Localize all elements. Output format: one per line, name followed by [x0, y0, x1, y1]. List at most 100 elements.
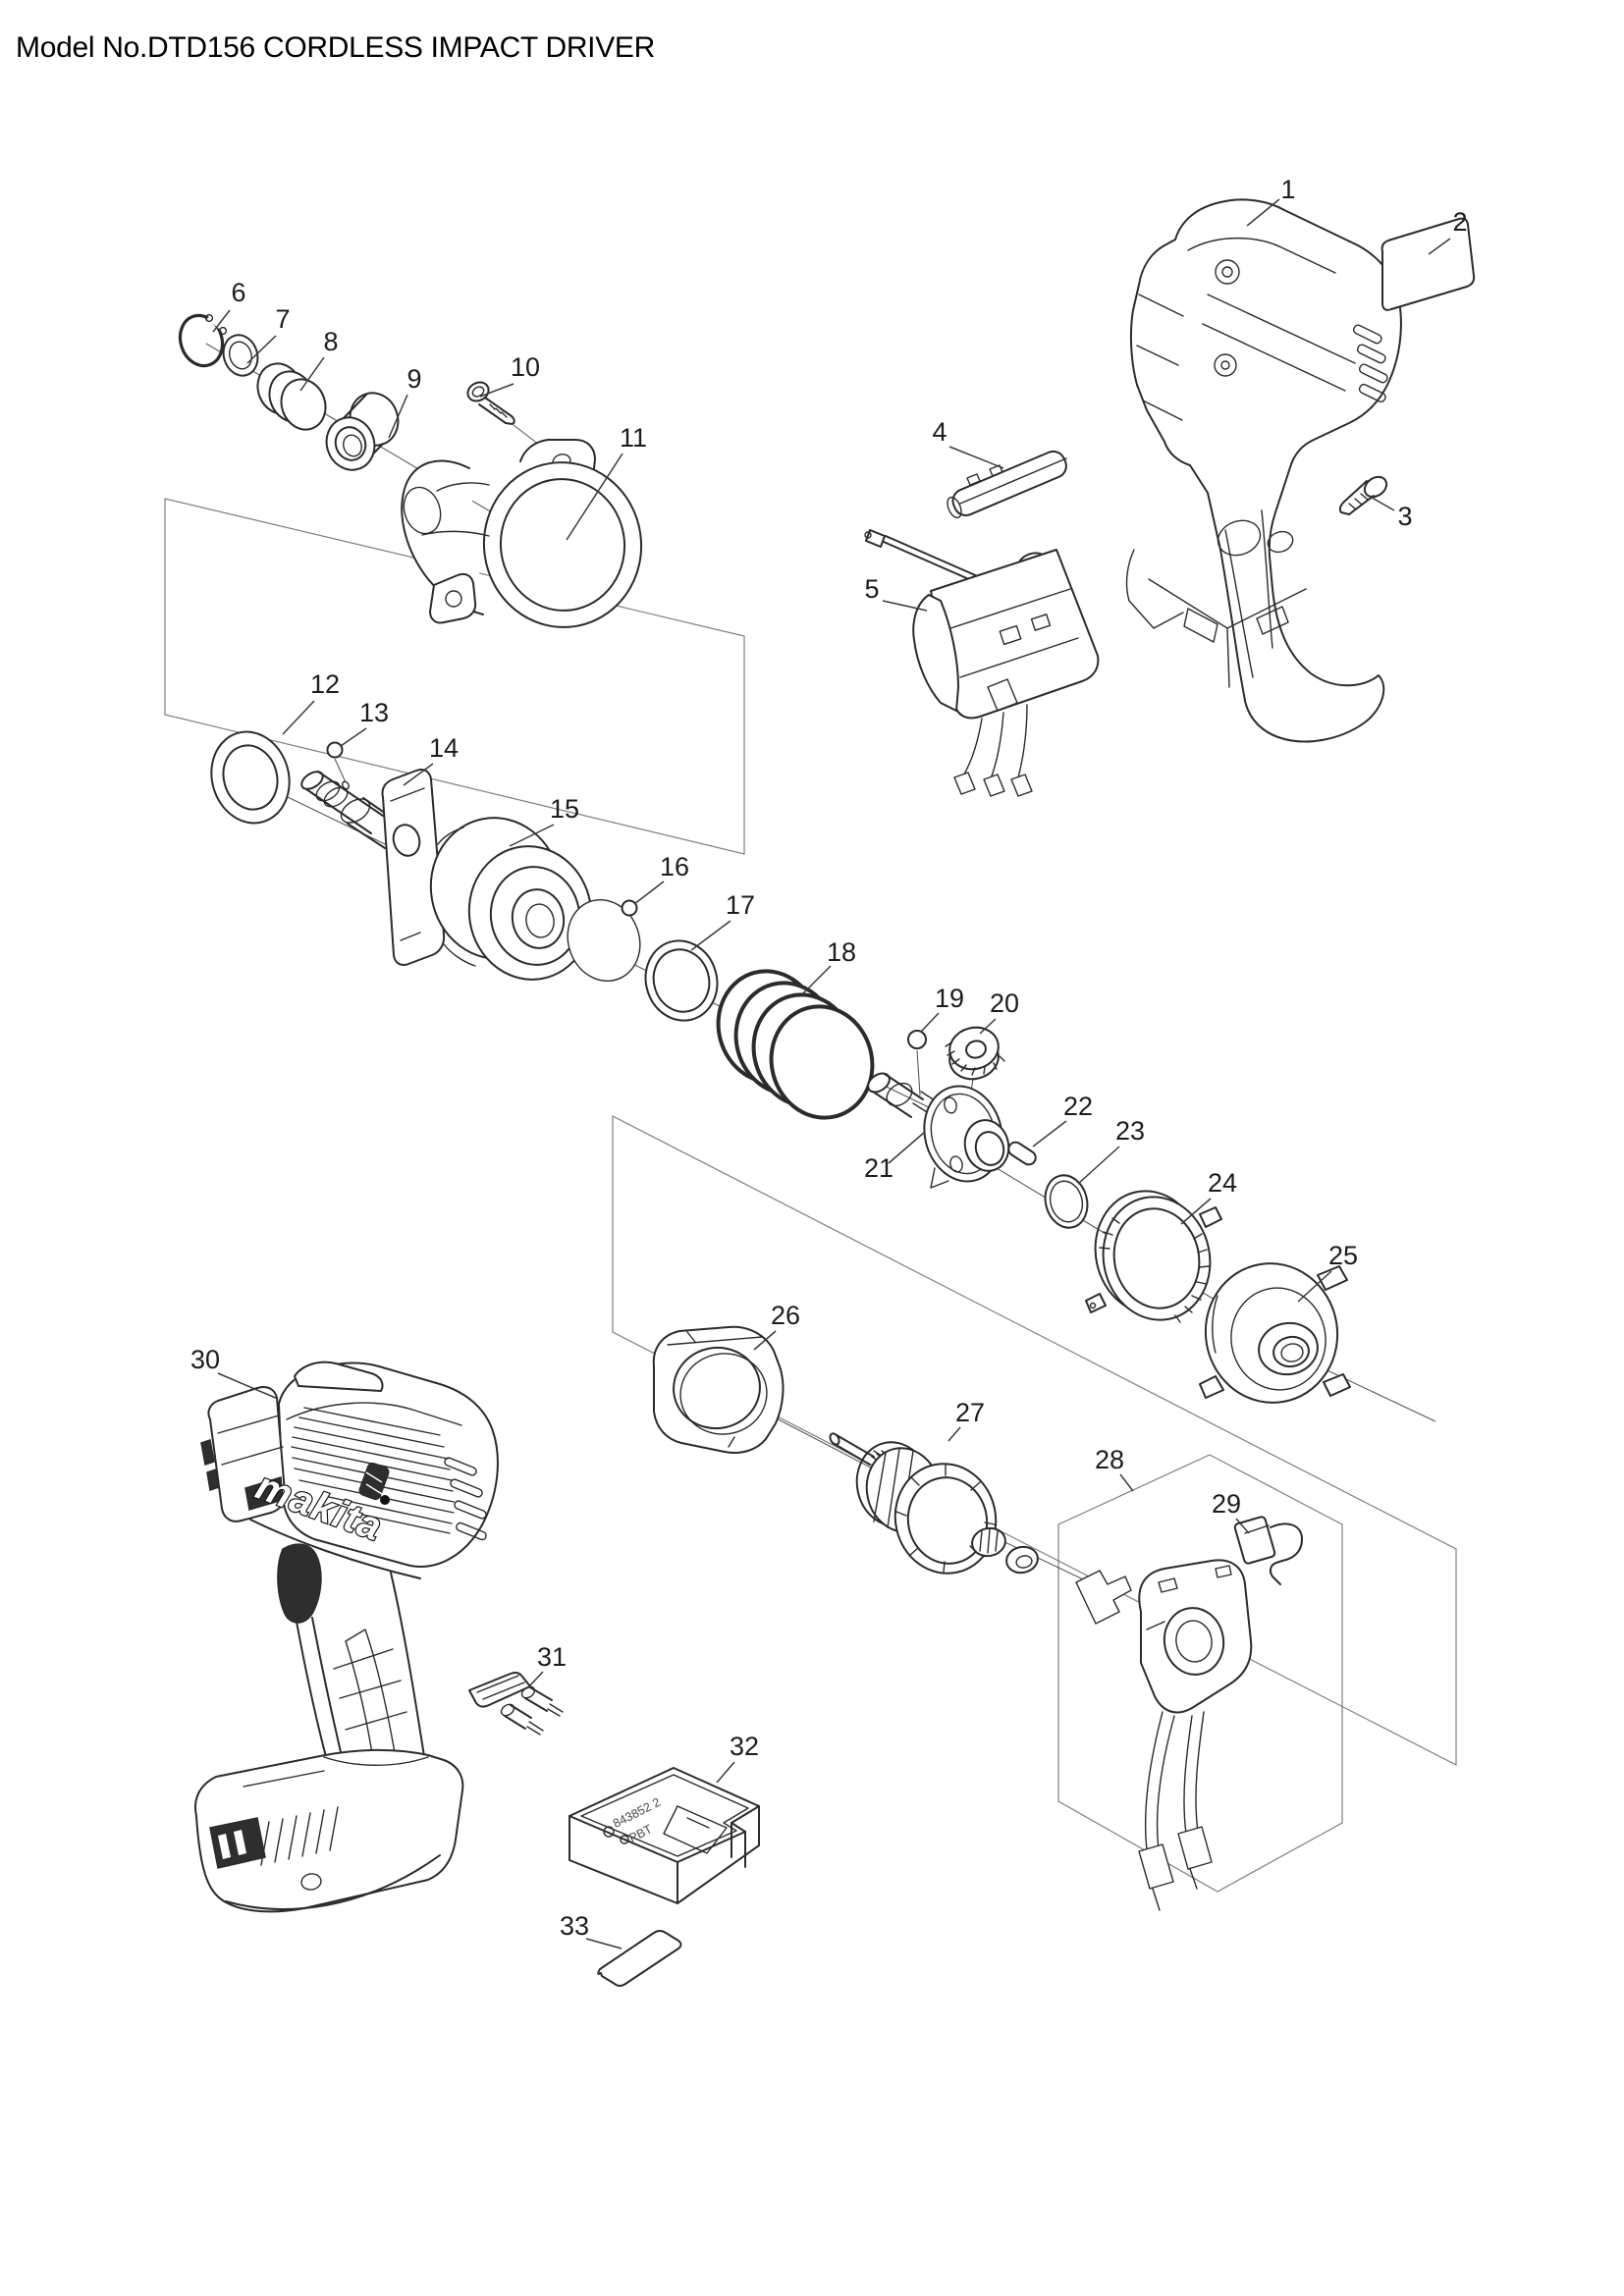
part-label-21: 21 — [864, 1153, 893, 1183]
part-drawing-spindle — [867, 1072, 1010, 1189]
part-label-25: 25 — [1328, 1241, 1358, 1270]
leader-line-22 — [1032, 1120, 1067, 1148]
part-label-5: 5 — [864, 574, 879, 604]
leader-line-3 — [1366, 494, 1395, 511]
leader-line-27 — [947, 1426, 961, 1442]
part-label-10: 10 — [511, 352, 540, 382]
part-label-29: 29 — [1212, 1489, 1241, 1519]
part-drawing-washer-17 — [644, 939, 719, 1022]
leader-line-28 — [1119, 1473, 1134, 1492]
part-label-2: 2 — [1452, 207, 1467, 237]
part-drawing-spring-18 — [716, 969, 875, 1120]
part-drawing-bearing-box — [1199, 1262, 1351, 1404]
part-drawing-motor-bracket — [652, 1325, 785, 1454]
part-drawing-name-plate — [1380, 217, 1476, 311]
part-drawing-label-33 — [597, 1930, 682, 1987]
leader-line-4 — [948, 446, 1004, 469]
part-label-14: 14 — [429, 733, 459, 763]
part-drawing-brush-holder — [1075, 1559, 1253, 1911]
leader-line-12 — [282, 700, 315, 735]
part-label-13: 13 — [359, 698, 389, 727]
part-drawing-screw-3 — [1338, 475, 1388, 515]
part-label-23: 23 — [1115, 1116, 1145, 1146]
part-drawings: makita — [178, 198, 1476, 1987]
part-drawing-o-ring — [222, 334, 259, 377]
part-label-27: 27 — [955, 1398, 985, 1427]
part-drawing-housing-set — [1125, 198, 1402, 743]
part-drawing-ring-gear — [1085, 1190, 1222, 1323]
part-drawing-ring-23 — [1044, 1174, 1089, 1229]
part-drawing-complete-tool: makita — [194, 1361, 499, 1913]
leader-line-15 — [509, 824, 555, 847]
leader-line-1 — [1246, 198, 1280, 227]
part-drawing-gear-20 — [945, 1026, 1005, 1081]
part-drawing-ball-16 — [567, 898, 641, 983]
leader-line-5 — [882, 600, 928, 612]
part-label-4: 4 — [932, 417, 947, 447]
part-drawing-switch — [864, 529, 1100, 797]
part-label-28: 28 — [1095, 1445, 1124, 1474]
leader-line-26 — [753, 1330, 777, 1351]
leader-line-16 — [633, 881, 665, 905]
leader-line-18 — [802, 965, 832, 994]
part-drawing-sleeve-spring — [256, 362, 327, 431]
leader-line-10 — [479, 383, 514, 398]
leader-line-25 — [1297, 1270, 1332, 1303]
part-drawing-hammer — [429, 817, 593, 981]
part-label-30: 30 — [190, 1345, 220, 1374]
part-drawing-ball-13 — [326, 741, 344, 759]
part-drawing-anvil — [300, 769, 446, 966]
part-label-1: 1 — [1280, 175, 1295, 204]
leader-line-9 — [388, 394, 408, 439]
leader-line-24 — [1180, 1198, 1212, 1225]
part-label-11: 11 — [620, 423, 647, 453]
part-drawing-pin — [1007, 1141, 1037, 1166]
part-label-6: 6 — [231, 278, 245, 307]
part-labels: 1 2 3 4 5 6 7 8 9 10 11 12 13 14 15 16 1… — [190, 175, 1468, 1941]
part-label-26: 26 — [771, 1301, 800, 1330]
part-label-12: 12 — [310, 669, 340, 699]
leader-line-13 — [340, 727, 367, 747]
part-label-9: 9 — [406, 364, 421, 394]
part-label-7: 7 — [275, 304, 290, 334]
page-title: Model No.DTD156 CORDLESS IMPACT DRIVER — [16, 31, 655, 64]
part-drawing-hook — [468, 1672, 564, 1735]
leader-line-8 — [299, 356, 325, 392]
part-drawing-ball-19 — [907, 1030, 927, 1049]
leader-line-19 — [920, 1012, 940, 1033]
leader-line-17 — [690, 920, 731, 951]
part-label-19: 19 — [935, 984, 964, 1013]
part-drawing-washer-12 — [210, 730, 291, 825]
part-drawing-screw-10 — [466, 381, 515, 425]
part-label-15: 15 — [550, 794, 579, 824]
leader-line-2 — [1428, 238, 1451, 255]
part-drawing-snap-ring — [178, 311, 230, 368]
leader-line-30 — [217, 1372, 279, 1400]
part-label-8: 8 — [323, 327, 338, 356]
leader-line-31 — [527, 1671, 544, 1688]
leader-line-20 — [979, 1018, 997, 1035]
part-label-3: 3 — [1397, 502, 1412, 531]
part-drawing-terminal-case: 843852 2 PBT — [568, 1767, 760, 1904]
leader-lines — [212, 198, 1451, 1949]
leader-line-33 — [585, 1938, 623, 1949]
leader-line-32 — [716, 1761, 735, 1784]
part-drawing-bushing — [325, 392, 400, 471]
part-drawing-connector — [1233, 1516, 1303, 1585]
leader-line-6 — [212, 309, 231, 333]
leader-line-14 — [403, 763, 434, 786]
leader-line-29 — [1235, 1518, 1250, 1534]
part-label-33: 33 — [560, 1911, 589, 1941]
group-box-drive-assembly — [612, 1115, 1457, 1766]
part-label-18: 18 — [827, 937, 856, 967]
part-label-17: 17 — [726, 890, 755, 920]
leader-line-21 — [888, 1131, 926, 1164]
part-label-24: 24 — [1208, 1168, 1237, 1198]
part-label-22: 22 — [1063, 1092, 1093, 1121]
part-label-31: 31 — [537, 1642, 567, 1672]
logo-dot — [380, 1495, 390, 1505]
part-drawing-armature — [829, 1432, 1039, 1575]
part-label-16: 16 — [660, 852, 689, 881]
